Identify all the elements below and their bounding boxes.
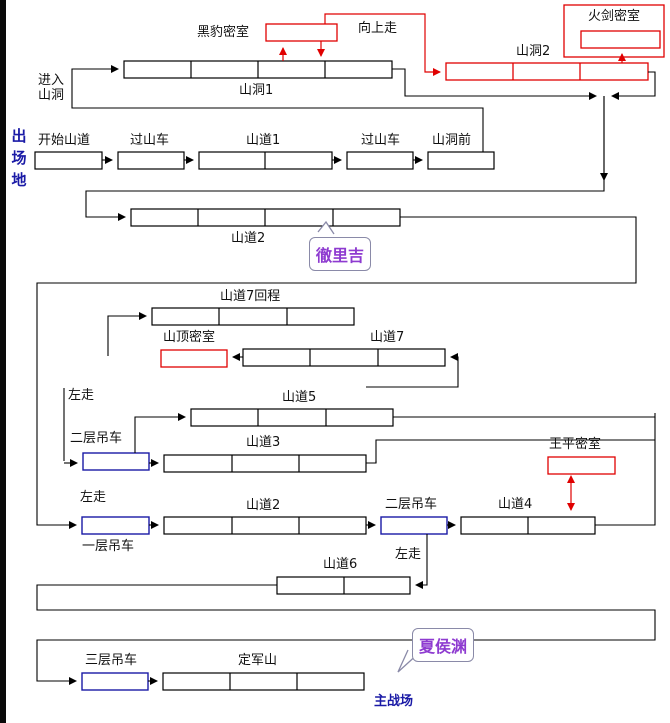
label-road7: 山道7: [370, 330, 405, 345]
label-lift3: 三层吊车: [85, 653, 138, 668]
label-up: 向上走: [358, 21, 398, 36]
path-enter-cave: [71, 65, 484, 152]
box-road2a: [130, 208, 401, 227]
path-road4-right: [595, 417, 656, 526]
box-cave1: [123, 60, 393, 79]
label-main-field: 主战场: [374, 694, 414, 709]
label-road7-return: 山道7回程: [220, 289, 281, 304]
box-start-road: [34, 151, 103, 170]
label-cave2: 山洞2: [516, 44, 551, 59]
callout-tail-chelijie: [317, 220, 335, 235]
label-enter-cave: 进入 山洞: [38, 73, 65, 103]
box-road2b: [163, 516, 367, 535]
box-lift3: [81, 672, 149, 691]
box-heibao: [265, 23, 338, 42]
box-road4: [460, 516, 596, 535]
label-car2: 过山车: [361, 133, 401, 148]
path-lift2a-road5: [134, 413, 186, 453]
label-lift2a: 二层吊车: [70, 431, 123, 446]
label-dingjun: 定军山: [238, 653, 278, 668]
label-huojian: 火剑密室: [588, 9, 641, 24]
box-road6: [276, 576, 411, 595]
label-cave1: 山洞1: [239, 83, 274, 98]
label-road3: 山道3: [246, 435, 281, 450]
title-vertical: 出场地: [11, 127, 27, 189]
label-start-road: 开始山道: [38, 133, 91, 148]
path-lift2b-road6: [415, 534, 428, 589]
path-road3-from-right: [375, 439, 655, 463]
label-road6: 山道6: [323, 557, 358, 572]
label-lift1: 一层吊车: [82, 539, 135, 554]
label-left3: 左走: [395, 547, 422, 562]
diagram-panel: [6, 0, 670, 723]
box-road5: [190, 408, 394, 427]
box-lift2b: [380, 516, 448, 535]
box-road1: [198, 151, 333, 170]
label-road1: 山道1: [246, 133, 281, 148]
label-road2b: 山道2: [246, 498, 281, 513]
label-road2a: 山道2: [231, 231, 266, 246]
frame-huojian: [563, 4, 665, 58]
label-left2: 左走: [80, 490, 107, 505]
path-cave-to-road2: [85, 96, 605, 221]
box-dingjun: [162, 672, 365, 691]
label-road4: 山道4: [498, 497, 533, 512]
path-red-up: [324, 13, 441, 76]
label-left1: 左走: [68, 388, 95, 403]
path-cave1-exit: [392, 68, 597, 100]
box-before-cave: [427, 151, 495, 170]
box-wangping: [547, 456, 616, 475]
box-car1: [117, 151, 185, 170]
box-cave2: [445, 62, 649, 81]
label-road5: 山道5: [282, 390, 317, 405]
label-top-room: 山顶密室: [163, 330, 216, 345]
path-road2-down: [36, 216, 637, 529]
label-heibao: 黑豹密室: [197, 25, 250, 40]
box-road7-return: [151, 307, 355, 326]
box-car2: [346, 151, 414, 170]
label-lift2b: 二层吊车: [385, 497, 438, 512]
path-road3-right: [366, 461, 377, 464]
path-cave2-exit: [611, 71, 656, 100]
box-top-room: [160, 349, 228, 368]
box-huojian: [580, 30, 661, 49]
callout-xiahouyuan: 夏侯渊: [412, 628, 475, 662]
callout-chelijie: 徹里吉: [309, 237, 372, 271]
label-wangping: 王平密室: [549, 437, 602, 452]
box-road7: [242, 348, 446, 367]
path-road7-return: [107, 312, 147, 356]
path-road5-right: [393, 413, 656, 418]
box-road3: [163, 454, 367, 473]
path-road6-to-lift3: [36, 584, 656, 685]
path-to-road7: [366, 353, 459, 388]
label-car1: 过山车: [130, 133, 170, 148]
label-before-cave: 山洞前: [432, 133, 472, 148]
box-lift1: [81, 516, 150, 535]
box-lift2a: [82, 452, 150, 471]
